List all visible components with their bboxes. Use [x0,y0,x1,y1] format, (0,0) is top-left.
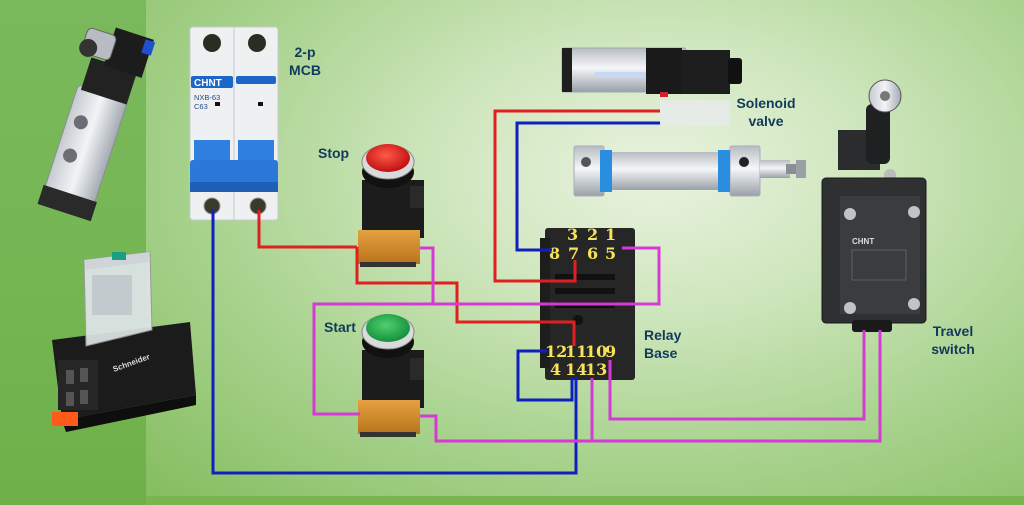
start-button-cap[interactable] [366,314,410,342]
travel-label-line1: Travel [932,323,974,339]
relay-terminal-7[interactable]: 7 [568,244,579,263]
relay-terminal-9[interactable]: 9 [605,342,616,361]
relay-terminal-10[interactable]: 10 [585,342,607,361]
travel-label-line2: switch [931,341,975,357]
mcb-label-line2: MCB [289,62,321,78]
solenoid-label-line2: valve [748,113,784,129]
wire-pink-start-to-travel [420,330,882,443]
start-button[interactable] [358,314,424,437]
mcb-label: 2-p MCB [282,43,328,79]
pneumatic-cylinder [573,145,806,197]
left-relay-photo: Schneider [52,251,196,432]
wire-red-mcb-to-stop [257,210,357,249]
stop-label: Stop [318,145,350,161]
relay-terminal-11[interactable]: 11 [565,342,587,361]
mcb-label-line1: 2-p [294,44,316,60]
start-label: Start [324,319,356,335]
mcb-brand: CHNT [194,78,222,89]
wire-pink-relay-5-to-stop [433,246,661,306]
left-solenoid-valve-photo [37,27,156,222]
mcb-rating: C63 [194,102,208,111]
stop-button-cap[interactable] [366,144,410,172]
wire-blue-mcb-to-relay-14 [211,210,578,475]
relay-terminals-bottom: 12 11 10 9 4 14 13 [545,342,616,379]
relay-terminal-14[interactable]: 14 [565,360,587,379]
wire-blue-relay-12-to-14 [516,349,574,402]
wire-red-relay-7-to-solenoid [493,109,660,283]
wire-blue-relay-8-to-solenoid [515,121,660,252]
relay-label-line2: Base [644,345,678,361]
relay-terminal-5[interactable]: 5 [605,244,616,263]
bottom-strip [146,496,1024,505]
solenoid-label-line1: Solenoid [736,95,796,111]
stop-button[interactable] [358,144,424,267]
wire-pink-relay-9-to-travel [608,330,866,421]
wires [211,109,882,475]
relay-terminal-3[interactable]: 3 [567,225,578,244]
relay-terminal-13[interactable]: 13 [585,360,607,379]
relay-terminal-1[interactable]: 1 [605,225,616,244]
relay-terminal-4[interactable]: 4 [550,360,561,379]
mcb-breaker: CHNT NXB-63 C63 [189,26,279,221]
solenoid-valve [561,47,742,126]
travel-switch: CHNT [821,79,927,332]
relay-terminals-top: 3 2 1 8 7 6 5 [549,225,616,263]
mcb-model: NXB-63 [194,93,220,102]
relay-terminal-6[interactable]: 6 [587,244,598,263]
relay-base-label: Relay Base [644,326,681,362]
relay-terminal-12[interactable]: 12 [545,342,567,361]
travel-switch-label: Travel switch [926,322,980,358]
solenoid-label: Solenoid valve [730,94,802,130]
travel-switch-brand: CHNT [852,237,874,246]
relay-terminal-2[interactable]: 2 [587,225,598,244]
relay-label-line1: Relay [644,327,682,343]
relay-terminal-8[interactable]: 8 [549,244,560,263]
wire-pink-stop-to-start-loop [312,246,435,416]
